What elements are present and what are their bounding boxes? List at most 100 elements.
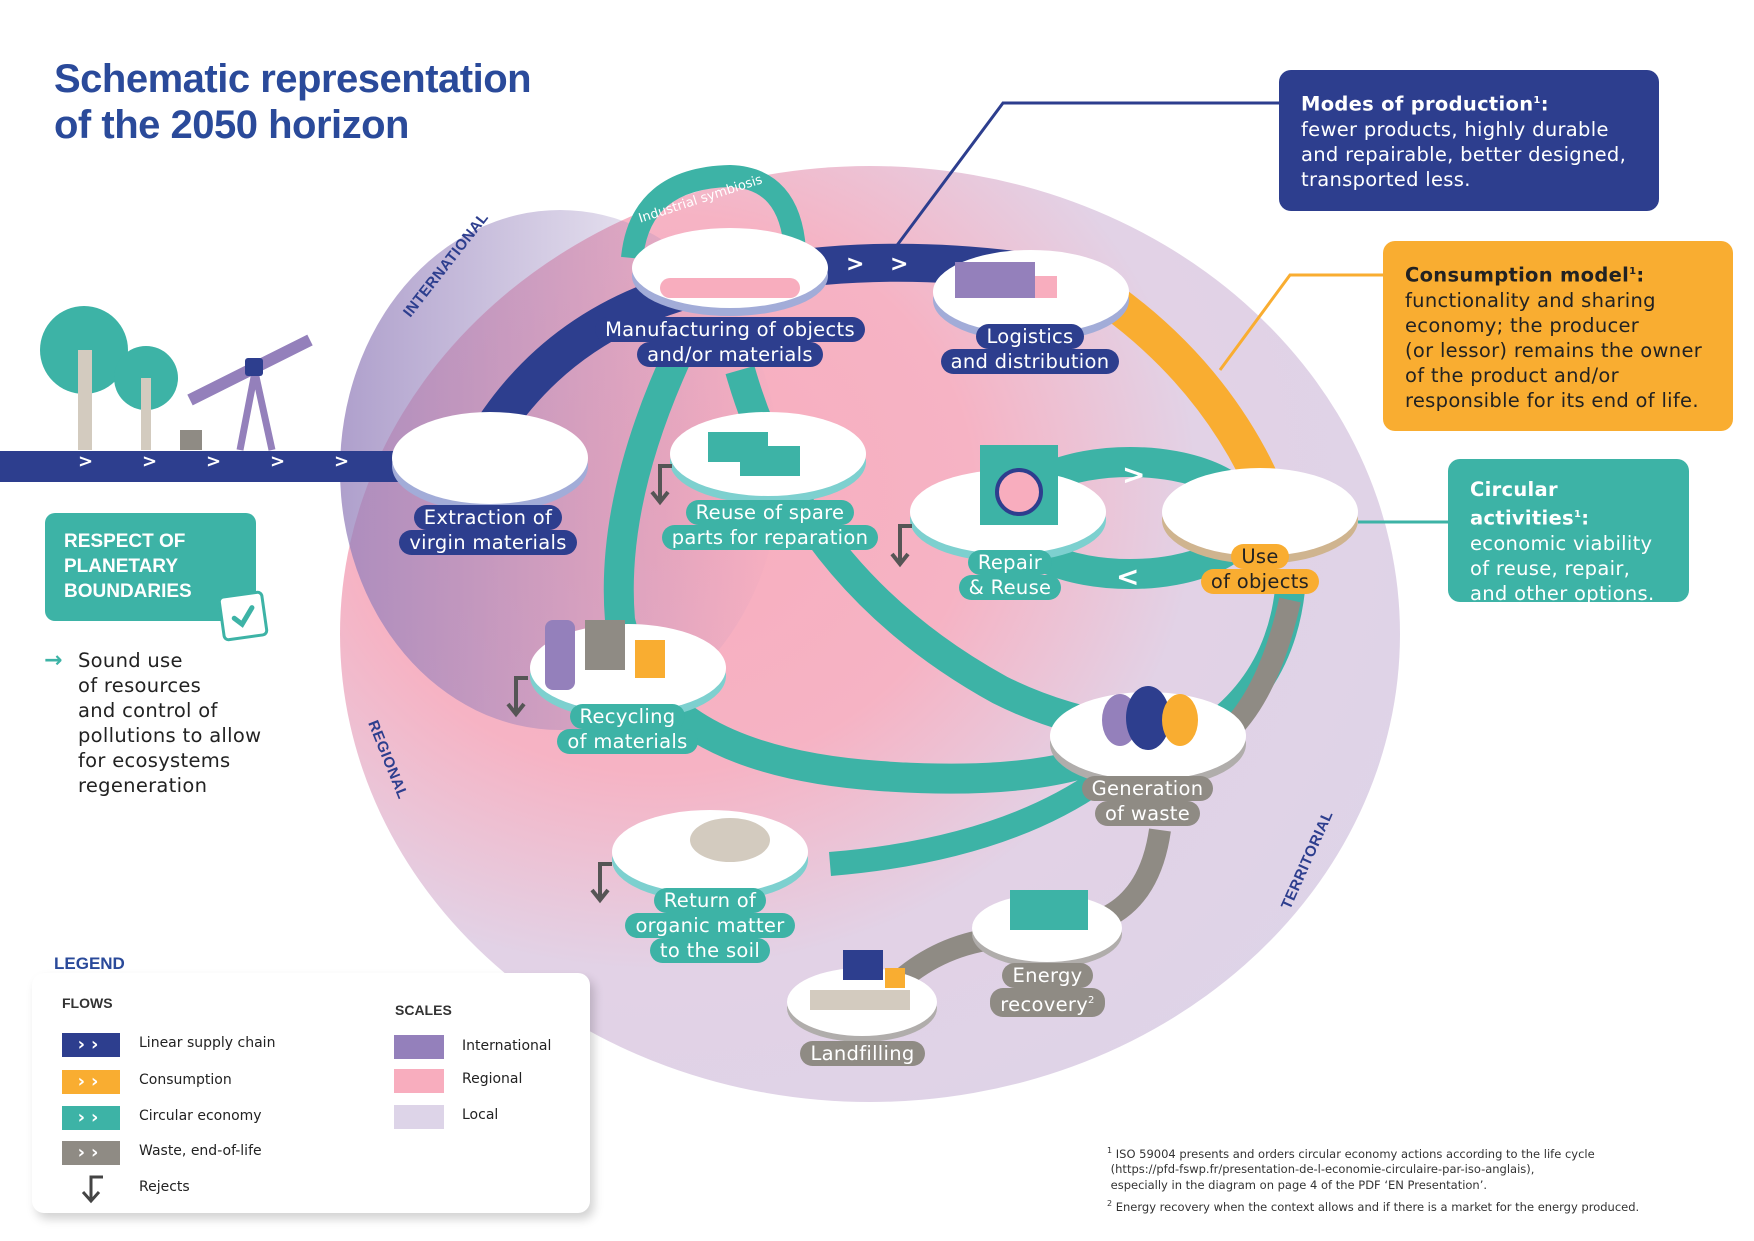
legend-label-circular: Circular economy <box>139 1108 262 1124</box>
text-line: of resources <box>78 674 202 697</box>
footnote-2: 2 Energy recovery when the context allow… <box>1107 1196 1707 1215</box>
platform-extraction <box>392 412 588 512</box>
spare-parts-icon <box>708 432 800 476</box>
footnote-line: ISO 59004 presents and orders circular e… <box>1115 1146 1595 1161</box>
platform-use <box>1162 468 1358 564</box>
legend: FLOWS ›› Linear supply chain ›› Consumpt… <box>32 973 590 1213</box>
stage-label: Generation <box>1081 776 1214 801</box>
trees-icon <box>40 306 178 450</box>
circular-line: economic viability <box>1470 531 1653 555</box>
footnote-ref: 2 <box>1088 995 1095 1006</box>
stage-label: Logistics <box>976 324 1084 349</box>
stage-label: of objects <box>1200 569 1320 594</box>
legend-flows-title: FLOWS <box>62 995 113 1011</box>
colon: : <box>1636 263 1645 287</box>
legend-label-linear: Linear supply chain <box>139 1035 276 1051</box>
stage-label: of waste <box>1094 801 1201 826</box>
stage-label: Return of <box>653 888 767 913</box>
modes-line: fewer products, highly durable <box>1301 117 1609 141</box>
oil-pump-icon <box>180 334 313 451</box>
colon: : <box>1540 92 1549 116</box>
stage-label: organic matter <box>625 913 795 938</box>
legend-swatch-regional <box>394 1069 444 1093</box>
stage-label: Energy <box>1002 963 1093 988</box>
footnote-marker: 1 <box>1107 1146 1113 1155</box>
platform-manufacturing <box>632 228 828 316</box>
legend-swatch-consumption: ›› <box>62 1070 120 1094</box>
conveyor-icon <box>660 278 800 298</box>
platform-recycling <box>530 624 726 720</box>
legend-swatch-local <box>394 1105 444 1129</box>
chevron-icon: > <box>206 451 222 472</box>
circular-flow-outer <box>603 343 1160 794</box>
circular-line: of reuse, repair, <box>1470 556 1631 580</box>
recycling-items-icon <box>545 620 665 690</box>
stage-label: Recycling <box>569 704 686 729</box>
colon: : <box>1581 506 1590 530</box>
connector-consumption <box>1218 273 1383 371</box>
consumption-line: of the product and/or <box>1405 363 1619 387</box>
chevron-icon: > <box>846 252 865 277</box>
stage-label: & Reuse <box>958 575 1062 600</box>
dump-truck-icon <box>810 950 910 1010</box>
circular-heading: Circular activities <box>1470 478 1574 530</box>
chevron-icon: > <box>890 252 909 277</box>
footnotes: 1 ISO 59004 presents and orders circular… <box>1107 1143 1707 1219</box>
compost-icon <box>690 818 770 862</box>
stage-label: Extraction of <box>413 505 563 530</box>
text-line: Sound use <box>78 649 183 672</box>
stage-repair-reuse: Repair& Reuse <box>940 550 1080 600</box>
washing-machine-icon <box>980 445 1058 525</box>
stage-label: and/or materials <box>637 342 823 367</box>
footnote-link[interactable]: (https://pfd-fswp.fr/presentation-de-l-e… <box>1110 1162 1535 1177</box>
consumption-line: responsible for its end of life. <box>1405 388 1699 412</box>
legend-label-local: Local <box>462 1107 499 1123</box>
reject-arrow-icon <box>81 1175 103 1204</box>
title-line-2: of the 2050 horizon <box>54 103 410 147</box>
chevron-icon: > <box>78 451 94 472</box>
chevron-icon: < <box>1116 560 1140 593</box>
stage-label: Manufacturing of objects <box>595 317 865 342</box>
text-line: for ecosystems <box>78 749 231 772</box>
text-line: and control of <box>78 699 218 722</box>
respect-line: PLANETARY <box>64 556 178 577</box>
legend-label-waste: Waste, end-of-life <box>139 1143 262 1159</box>
footnote-ref: 1 <box>1573 509 1582 520</box>
chevron-icon: > <box>334 451 350 472</box>
legend-swatch-circular: ›› <box>62 1106 120 1130</box>
footnote-ref: 1 <box>1629 266 1637 277</box>
legend-swatch-waste: ›› <box>62 1141 120 1165</box>
footnote-1: 1 ISO 59004 presents and orders circular… <box>1107 1143 1707 1193</box>
page-title: Schematic representation of the 2050 hor… <box>54 56 532 148</box>
checkmark-icon <box>217 590 269 642</box>
stage-label: and distribution <box>940 349 1120 374</box>
planetary-boundaries-text: Sound use of resources and control of po… <box>78 648 298 798</box>
stage-label: to the soil <box>649 938 771 963</box>
legend-label-international: International <box>462 1038 552 1054</box>
stage-label: virgin materials <box>399 530 577 555</box>
chevron-icon: > <box>1122 458 1146 491</box>
text-line: regeneration <box>78 774 208 797</box>
consumption-line: functionality and sharing <box>1405 288 1656 312</box>
consumption-model-box: Consumption model1: functionality and sh… <box>1383 241 1733 431</box>
circular-line: and other options. <box>1470 581 1655 605</box>
chevron-icon: > <box>142 451 158 472</box>
stage-label: Use <box>1231 544 1289 569</box>
consumption-heading: Consumption model <box>1405 263 1630 287</box>
legend-label-rejects: Rejects <box>139 1179 190 1195</box>
stage-label: Reuse of spare <box>685 500 855 525</box>
legend-label-consumption: Consumption <box>139 1072 232 1088</box>
footnote-line: Energy recovery when the context allows … <box>1115 1200 1640 1215</box>
respect-line: RESPECT OF <box>64 531 186 552</box>
modes-line: and repairable, better designed, <box>1301 142 1627 166</box>
stage-label: Landfilling <box>800 1041 925 1066</box>
factory-icon <box>1010 890 1088 930</box>
